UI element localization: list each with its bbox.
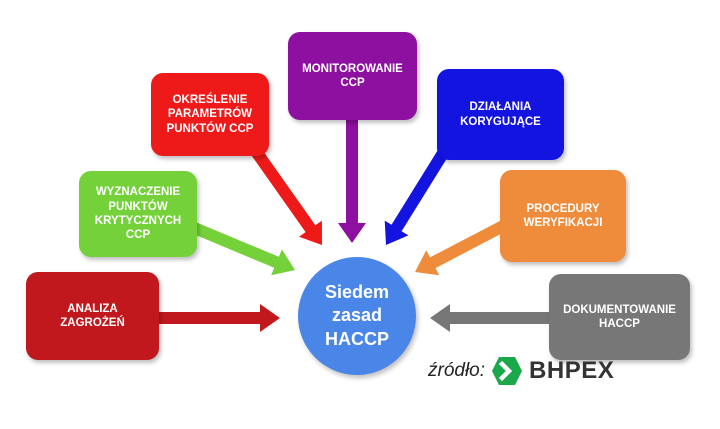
principle-monitorowanie-ccp: MONITOROWANIE CCP [288, 32, 417, 120]
arrow-procedury [415, 219, 508, 276]
arrow-wyznaczenie [189, 221, 295, 276]
principle-analiza-zagrozen: ANALIZA ZAGROŻEŃ [26, 272, 159, 360]
principle-dzialania-korygujace: DZIAŁANIA KORYGUJĄCE [437, 69, 564, 160]
arrow-dzialania [384, 146, 451, 245]
principle-okreslenie-parametrow: OKREŚLENIE PARAMETRÓW PUNKTÓW CCP [151, 73, 269, 156]
arrow-dokumentowanie [430, 304, 549, 332]
principle-procedury-weryfikacji: PROCEDURY WERYFIKACJI [500, 170, 626, 262]
center-circle: Siedem zasad HACCP [298, 257, 416, 375]
source-label: źródło: [428, 360, 486, 381]
bhpex-logo-icon [492, 357, 523, 385]
source-credit: źródło: BHPEX [428, 355, 614, 387]
arrow-analiza [159, 304, 280, 332]
bhpex-logo-text: BHPEX [529, 357, 615, 384]
principle-dokumentowanie-haccp: DOKUMENTOWANIE HACCP [549, 274, 690, 360]
arrow-okreslenie [250, 146, 322, 245]
arrow-monitorowanie [338, 120, 366, 243]
principle-wyznaczenie-ccp: WYZNACZENIE PUNKTÓW KRYTYCZNYCH CCP [79, 171, 197, 257]
